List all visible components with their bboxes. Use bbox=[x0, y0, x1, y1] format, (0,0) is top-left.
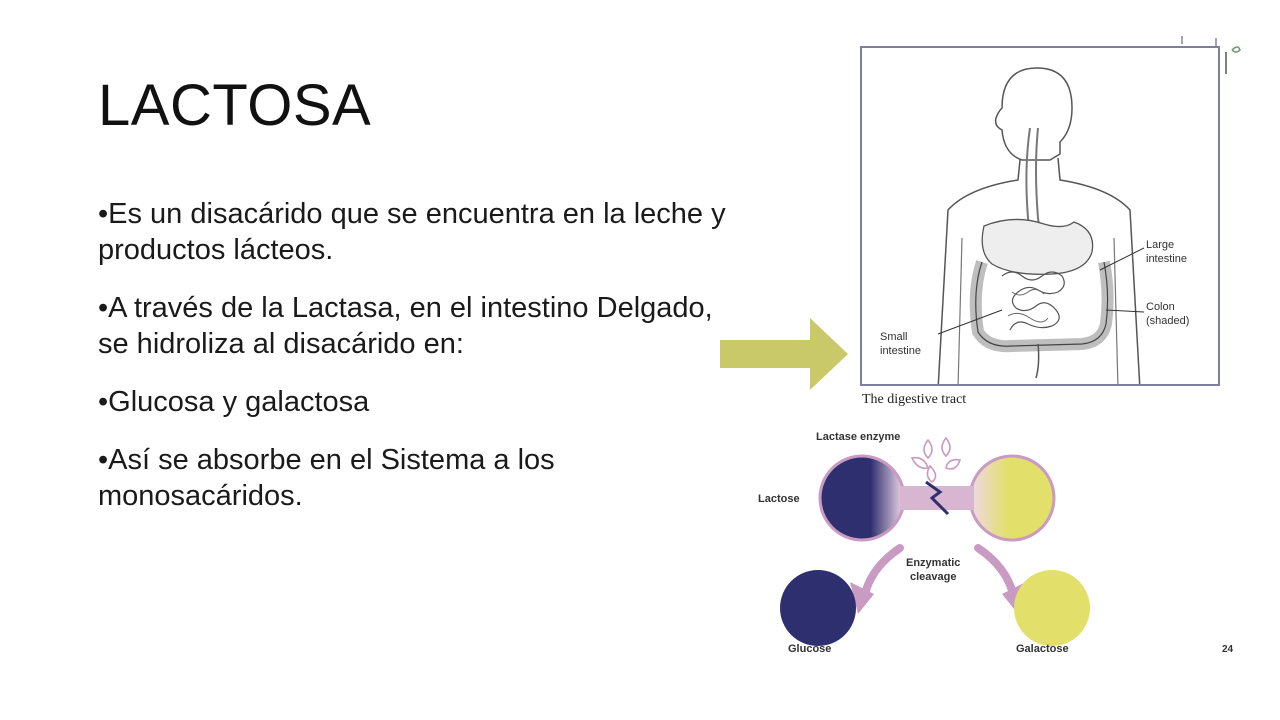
lactose-glucose-unit bbox=[818, 454, 906, 542]
bullet-item: •Así se absorbe en el Sistema a los mono… bbox=[98, 444, 555, 512]
label-colon-2: (shaded) bbox=[1146, 315, 1189, 327]
bullet-item: •Es un disacárido que se encuentra en la… bbox=[98, 198, 726, 266]
digestive-figure-caption: The digestive tract bbox=[862, 392, 967, 407]
bullet-item: •Glucosa y galactosa bbox=[98, 386, 370, 418]
galactose-molecule bbox=[1014, 570, 1090, 646]
label-large-intestine-2: intestine bbox=[1146, 253, 1187, 265]
enzyme-icon bbox=[910, 436, 962, 484]
right-arrow-icon bbox=[720, 318, 848, 390]
label-enzymatic: Enzymatic bbox=[906, 557, 960, 569]
page-number: 24 bbox=[1222, 644, 1234, 655]
label-glucose: Glucose bbox=[788, 643, 831, 655]
label-small-intestine-1: Small bbox=[880, 331, 908, 343]
lactose-galactose-unit bbox=[968, 454, 1056, 542]
corner-marks-decoration bbox=[1181, 36, 1241, 74]
label-colon-1: Colon bbox=[1146, 301, 1175, 313]
label-large-intestine-1: Large bbox=[1146, 239, 1174, 251]
bullet-item: •A través de la Lactasa, en el intestino… bbox=[98, 292, 713, 360]
label-lactase-enzyme: Lactase enzyme bbox=[816, 431, 900, 443]
bullet-list: •Es un disacárido que se encuentra en la… bbox=[98, 196, 728, 532]
digestive-tract-figure: Large intestine Colon (shaded) Small int… bbox=[860, 46, 1220, 391]
label-small-intestine-2: intestine bbox=[880, 345, 921, 357]
label-lactose: Lactose bbox=[758, 493, 800, 505]
digestive-tract-illustration: Large intestine Colon (shaded) Small int… bbox=[880, 67, 1189, 391]
slide-title: LACTOSA bbox=[98, 73, 372, 138]
cleavage-bolt-icon bbox=[925, 480, 950, 516]
glucose-molecule bbox=[780, 570, 856, 646]
label-galactose: Galactose bbox=[1016, 643, 1069, 655]
lactase-cleavage-diagram: Lactase enzyme Lactose Enzymatic cleavag… bbox=[758, 431, 1090, 655]
label-cleavage: cleavage bbox=[910, 571, 956, 583]
